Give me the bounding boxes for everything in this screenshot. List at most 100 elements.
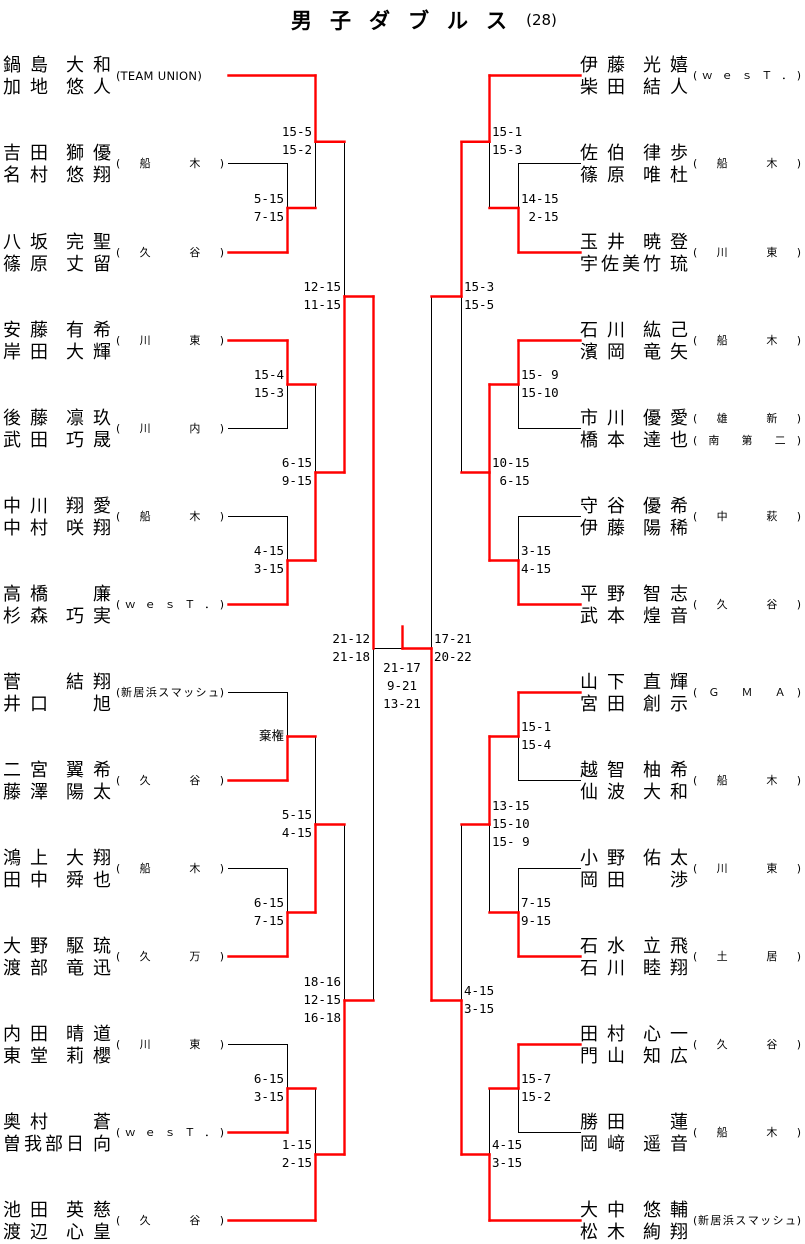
- affiliation-char: ｗ: [701, 69, 713, 82]
- given-name: 達也: [643, 430, 697, 451]
- score-label: 12-15: [303, 279, 341, 294]
- score-label: 7-15: [253, 208, 284, 224]
- player-name: 市川優愛: [577, 408, 692, 430]
- affiliation-char: 東: [766, 862, 778, 875]
- given-name: 大翔: [66, 848, 120, 869]
- given-name: 獅優: [66, 143, 120, 164]
- given-name: 舜也: [66, 870, 120, 891]
- given-name: 蓮: [670, 1112, 688, 1133]
- player-name: 石川紘己: [577, 320, 692, 342]
- affiliation: 久谷: [693, 597, 801, 613]
- score-label: 16-18: [303, 1010, 341, 1025]
- affiliation: 川東: [116, 333, 224, 349]
- score-label: 15-3: [492, 142, 523, 158]
- player-name: 名村悠翔: [0, 165, 115, 187]
- score-label: 6-15: [253, 1071, 284, 1086]
- family-name: 後藤: [3, 408, 57, 429]
- team-entry: 山下直輝宮田創示ＧＭＡ: [577, 672, 805, 716]
- affiliation-char: ス: [158, 686, 170, 699]
- family-name: 曽我部: [3, 1134, 66, 1155]
- player-name: 田中舜也: [0, 870, 115, 892]
- score-label: 13-21: [383, 696, 421, 711]
- affiliation: 南第二: [693, 433, 801, 449]
- affiliation-text: 久万: [120, 949, 219, 965]
- team-entry: 大中悠輔松木絢翔新居浜スマッシュ: [577, 1200, 805, 1244]
- affiliation-char: 谷: [766, 598, 778, 611]
- affiliation: 船木: [116, 156, 224, 172]
- given-name: 遥音: [643, 1134, 697, 1155]
- given-name: 蒼: [93, 1112, 111, 1133]
- score-label: 17-21: [434, 631, 472, 646]
- affiliation: 船木: [693, 333, 801, 349]
- family-name: 玉井: [580, 232, 634, 253]
- player-name: 井口 旭: [0, 694, 115, 716]
- player-name: 玉井暁登: [577, 232, 692, 254]
- given-name: 翼希: [66, 760, 120, 781]
- affiliation-char: 久: [139, 1214, 151, 1227]
- given-name: 優愛: [643, 408, 697, 429]
- family-name: 守谷: [580, 496, 634, 517]
- given-name: 竜矢: [643, 342, 697, 363]
- player-name: 門山知広: [577, 1046, 692, 1068]
- affiliation-char: ｅ: [144, 598, 156, 611]
- given-name: 旭: [93, 694, 111, 715]
- family-name: 名村: [3, 165, 57, 186]
- affiliation-char: 居: [710, 1214, 722, 1227]
- affiliation: 久万: [116, 949, 224, 965]
- score-label: 1-15: [281, 1137, 312, 1152]
- score-label: 6-15: [253, 895, 284, 910]
- family-name: 安藤: [3, 320, 57, 341]
- score-label: 15- 9: [492, 834, 530, 849]
- family-name: 二宮: [3, 760, 57, 781]
- family-name: 石川: [580, 320, 634, 341]
- affiliation-text: 船木: [697, 773, 796, 789]
- score-label: 15-7: [521, 1071, 552, 1086]
- score-label: 6-15: [492, 473, 530, 488]
- score-label: 15-10: [492, 816, 530, 831]
- affiliation-char: ュ: [207, 686, 219, 699]
- given-name: 立飛: [643, 936, 697, 957]
- player-name: 守谷優希: [577, 496, 692, 518]
- affiliation-char: 新: [121, 686, 132, 699]
- affiliation-text: ＧＭＡ: [697, 685, 796, 701]
- given-name: 睦翔: [643, 958, 697, 979]
- affiliation-char: ．: [204, 1126, 216, 1139]
- affiliation: 船木: [693, 1125, 801, 1141]
- player-name: 内田晴道: [0, 1024, 115, 1046]
- affiliation-char: ｓ: [741, 69, 753, 82]
- given-name: 暁登: [643, 232, 697, 253]
- affiliation-char: ｗ: [124, 1126, 136, 1139]
- affiliation-char: 船: [139, 862, 151, 875]
- affiliation-text: 船木: [697, 156, 796, 172]
- player-name: 伊藤陽稀: [577, 518, 692, 540]
- affiliation-char: シ: [772, 1214, 784, 1227]
- family-name: 井口: [3, 694, 57, 715]
- affiliation-char: ｅ: [721, 69, 733, 82]
- affiliation-char: 久: [139, 774, 151, 787]
- family-name: 門山: [580, 1046, 634, 1067]
- affiliation-text: 船木: [697, 1125, 796, 1141]
- given-name: 創示: [643, 694, 697, 715]
- affiliation: 船木: [116, 509, 224, 525]
- affiliation-char: 第: [741, 434, 753, 447]
- score-label: 10-15: [492, 455, 530, 470]
- affiliation-char: 木: [189, 157, 201, 170]
- player-name: 大野駆琉: [0, 936, 115, 958]
- given-name: 渉: [670, 870, 688, 891]
- affiliation: 土居: [693, 949, 801, 965]
- player-name: 濱岡竜矢: [577, 342, 692, 364]
- affiliation-char: 久: [716, 598, 728, 611]
- given-name: 有希: [66, 320, 120, 341]
- player-name: 杉森巧実: [0, 606, 115, 628]
- team-entry: 後藤凛玖武田巧晟川内: [0, 408, 228, 452]
- given-name: 完聖: [66, 232, 120, 253]
- affiliation-char: 浜: [145, 686, 157, 699]
- family-name: 濱岡: [580, 342, 634, 363]
- player-name: 中村咲翔: [0, 518, 115, 540]
- given-name: 心皇: [66, 1222, 120, 1243]
